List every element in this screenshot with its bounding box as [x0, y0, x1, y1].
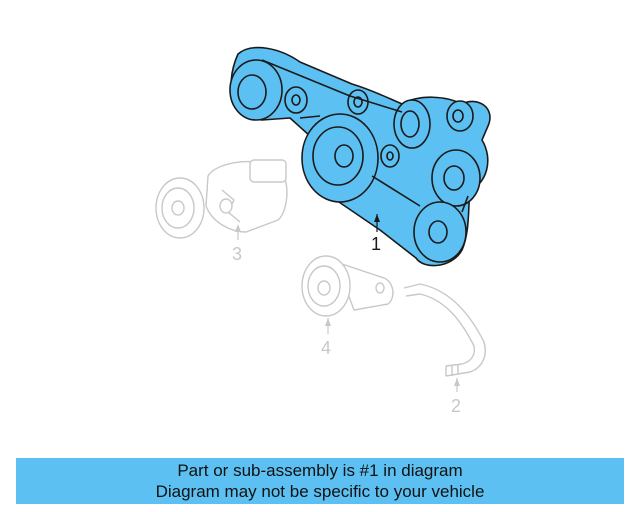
pulley-bottom-hub [428, 220, 448, 244]
callout-3-arrowhead [235, 224, 241, 232]
pulley-crank [301, 113, 379, 203]
idler-center [380, 144, 400, 168]
idler-small-top [284, 86, 308, 114]
callout-2-label: 2 [451, 396, 461, 416]
callout-1-arrowhead [374, 214, 380, 222]
idler-center-bolt [386, 151, 394, 161]
part-1-belt-drive-assembly[interactable] [229, 46, 491, 267]
tensioner-pulley-hub [171, 200, 185, 216]
banner-line-1: Part or sub-assembly is #1 in diagram [177, 461, 463, 480]
callout-2-arrowhead [454, 378, 460, 386]
callout-1-label: 1 [371, 234, 381, 254]
pulley-alternator-hub [400, 110, 420, 138]
tensioner-pulley [155, 177, 205, 239]
idler-mid [347, 89, 369, 115]
pulley-right-hub [443, 165, 465, 191]
idler-top-right [446, 100, 474, 132]
parts-diagram: 1 3 4 2 [155, 46, 491, 416]
pulley-bottom [413, 201, 467, 263]
pulley-crank-hub [334, 144, 354, 168]
callout-4-arrowhead [325, 318, 331, 326]
idler-bracket-hole [375, 282, 385, 294]
banner-line-2: Diagram may not be specific to your vehi… [155, 482, 485, 501]
info-banner: Part or sub-assembly is #1 in diagram Di… [16, 458, 624, 504]
idler-pulley-hub [317, 280, 331, 296]
idler-small-top-center [291, 94, 301, 106]
callout-4-label: 4 [321, 338, 331, 358]
idler-pulley-body [301, 255, 351, 317]
belt-outer-edge [403, 283, 486, 377]
pulley-right [431, 149, 481, 207]
tensioner-pulley-ring [161, 187, 195, 229]
idler-mid-center [353, 96, 363, 108]
idler-pulley-ring [307, 265, 341, 307]
pulley-crank-ring [312, 126, 364, 186]
part-2-serpentine-belt[interactable] [403, 283, 486, 377]
belt-ribs [445, 364, 459, 376]
idler-top-right-center [452, 109, 464, 123]
part-3-belt-tensioner[interactable] [155, 159, 288, 239]
tensioner-bolt [219, 198, 233, 214]
belt-inner-edge [405, 293, 476, 367]
callout-3-label: 3 [232, 244, 242, 264]
pulley-alternator [393, 99, 431, 149]
pulley-upper-left-hub [237, 74, 267, 110]
idler-bracket [335, 261, 394, 311]
part-4-idler-pulley[interactable] [301, 255, 394, 317]
tensioner-bracket [249, 159, 287, 183]
belt-inner-line [261, 59, 469, 213]
